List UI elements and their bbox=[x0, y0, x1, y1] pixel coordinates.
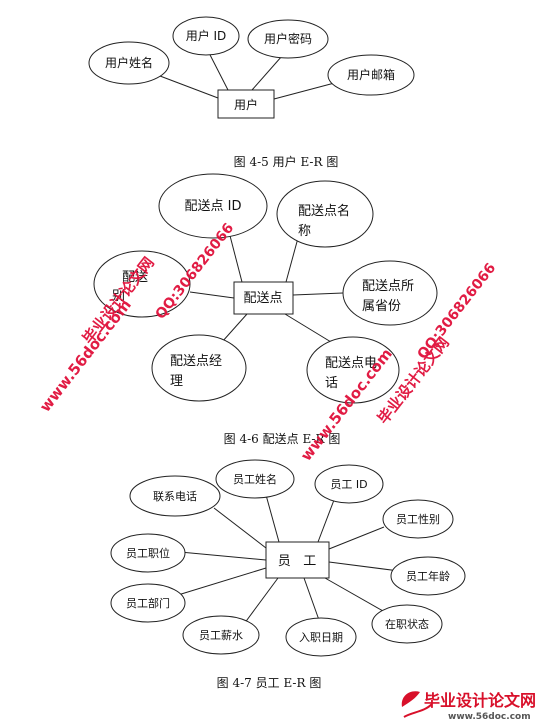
attr-emp-position-label: 员工职位 bbox=[126, 546, 170, 560]
site-logo: 毕业设计论文网 www.56doc.com bbox=[401, 691, 536, 722]
attr-emp-gender-label: 员工性别 bbox=[396, 512, 440, 526]
figure-distribution-point: 配送点 配送点 ID 配送点名 称 配送点所 属省份 配送点电 话 配送点经 理… bbox=[93, 173, 438, 446]
attr-dp-level-label-1: 配送 bbox=[122, 270, 148, 285]
attr-user-name-label: 用户姓名 bbox=[105, 55, 153, 70]
attr-dp-province bbox=[342, 260, 438, 326]
caption-4-7: 图 4-7 员工 E-R 图 bbox=[217, 676, 322, 690]
attr-emp-name bbox=[215, 459, 295, 499]
attr-dp-manager-label-1: 配送点经 bbox=[170, 354, 222, 369]
attr-emp-id bbox=[314, 464, 384, 504]
figure-user: 用户 用户 ID 用户密码 用户姓名 用户邮箱 图 4-5 用户 E-R 图 bbox=[88, 16, 415, 169]
attr-dp-phone-label-1: 配送点电 bbox=[325, 356, 377, 371]
attr-user-password bbox=[247, 19, 329, 59]
entity-employee bbox=[265, 541, 330, 579]
entity-user-label: 用户 bbox=[234, 97, 258, 112]
attr-emp-hiredate-label: 入职日期 bbox=[299, 631, 343, 644]
attr-emp-gender bbox=[382, 499, 454, 539]
attr-dp-name-label-2: 称 bbox=[298, 224, 311, 239]
entity-dp-label: 配送点 bbox=[243, 291, 282, 306]
attr-user-id-label: 用户 ID bbox=[186, 28, 227, 43]
attr-emp-age bbox=[390, 556, 466, 596]
attr-emp-dept-label: 员工部门 bbox=[126, 596, 170, 610]
attr-dp-level-label-2: 别 bbox=[112, 289, 125, 304]
watermark-url-left: www.56doc.com bbox=[36, 296, 135, 416]
attr-dp-id bbox=[158, 173, 268, 239]
attr-dp-manager bbox=[151, 334, 247, 402]
caption-4-6: 图 4-6 配送点 E-R 图 bbox=[224, 431, 341, 446]
attr-dp-manager-label-2: 理 bbox=[170, 374, 183, 389]
attr-user-id bbox=[172, 16, 240, 56]
attr-emp-age-label: 员工年龄 bbox=[406, 569, 450, 583]
attr-emp-phone-label: 联系电话 bbox=[153, 490, 197, 503]
attr-dp-province-label-2: 属省份 bbox=[362, 299, 401, 314]
attr-emp-position bbox=[110, 533, 186, 573]
attr-dp-province-label-1: 配送点所 bbox=[362, 279, 414, 294]
attr-emp-salary-label: 员工薪水 bbox=[199, 629, 243, 642]
caption-4-5: 图 4-5 用户 E-R 图 bbox=[234, 154, 339, 169]
attr-emp-dept bbox=[110, 583, 186, 623]
attr-dp-name bbox=[276, 180, 374, 248]
logo-title: 毕业设计论文网 bbox=[424, 691, 536, 710]
attr-emp-hiredate bbox=[285, 617, 357, 657]
attr-dp-name-label-1: 配送点名 bbox=[298, 203, 350, 219]
attr-emp-status-label: 在职状态 bbox=[385, 617, 429, 631]
logo-swoosh-icon bbox=[401, 691, 420, 707]
attr-dp-phone-label-2: 话 bbox=[325, 376, 338, 391]
attr-dp-level bbox=[93, 250, 191, 318]
attr-user-email bbox=[327, 54, 415, 96]
attr-emp-name-label: 员工姓名 bbox=[233, 472, 277, 486]
entity-user bbox=[217, 89, 275, 119]
attr-user-email-label: 用户邮箱 bbox=[347, 67, 395, 82]
attr-dp-id-label: 配送点 ID bbox=[185, 199, 242, 214]
attr-user-password-label: 用户密码 bbox=[264, 31, 312, 46]
attr-emp-salary bbox=[182, 615, 260, 655]
entity-distribution-point bbox=[233, 281, 294, 315]
attr-emp-phone bbox=[129, 475, 221, 517]
attr-emp-id-label: 员工 ID bbox=[330, 478, 367, 491]
figure-employee: 员 工 员工姓名 员工 ID 联系电话 员工性别 员工职位 员工年龄 员工部门 … bbox=[110, 459, 466, 690]
entity-emp-label: 员 工 bbox=[278, 554, 316, 569]
attr-dp-phone bbox=[306, 336, 400, 404]
logo-url: www.56doc.com bbox=[448, 712, 531, 722]
logo-swoosh-line-icon bbox=[403, 703, 433, 718]
attr-emp-status bbox=[371, 604, 443, 644]
attr-user-name bbox=[88, 41, 170, 85]
